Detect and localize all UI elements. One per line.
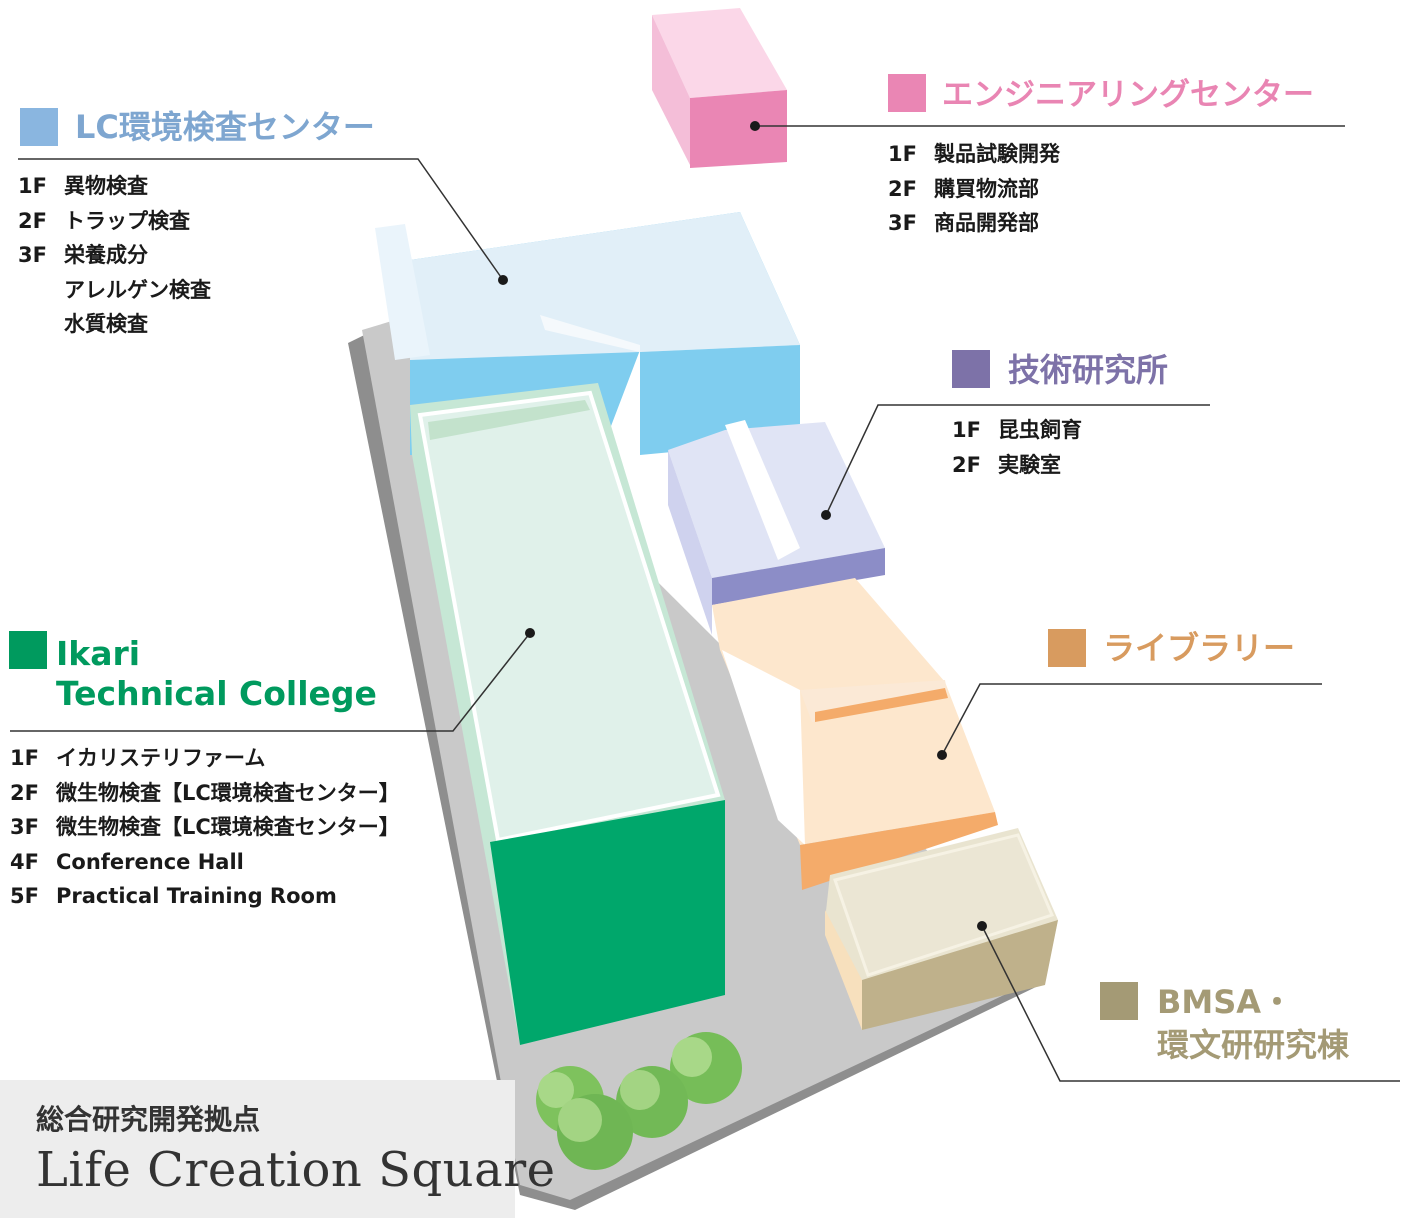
- floor-row: アレルゲン検査: [64, 277, 211, 302]
- tech-institute-title: 技術研究所: [1008, 351, 1169, 389]
- college-title-line1: Ikari: [56, 634, 141, 673]
- tree-4: [557, 1094, 633, 1170]
- leader-dots: [498, 121, 987, 931]
- lc-center-title: LC環境検査センター: [75, 108, 375, 146]
- tree-3: [616, 1066, 688, 1138]
- library-leader: [941, 683, 1322, 756]
- library-title: ライブラリー: [1103, 629, 1296, 667]
- floor-row: 水質検査: [64, 312, 148, 336]
- bmsa-building: [825, 828, 1058, 1030]
- lc-center-leader: [18, 158, 504, 281]
- engineering-center-building: [652, 8, 787, 168]
- footer-subtitle: 総合研究開発拠点: [36, 1103, 261, 1136]
- engineering-center-swatch: [888, 74, 926, 112]
- college-swatch: [9, 631, 47, 669]
- bmsa-title-line1: BMSA・: [1157, 983, 1294, 1021]
- college-title-line2: Technical College: [56, 674, 377, 713]
- library-building: [712, 578, 998, 890]
- bmsa-title-line2: 環文研研究棟: [1157, 1026, 1350, 1064]
- library-swatch: [1048, 629, 1086, 667]
- tech-institute-leader: [825, 404, 1210, 516]
- tech-institute-swatch: [952, 350, 990, 388]
- college-leader: [10, 632, 531, 732]
- engineering-center-title: エンジニアリングセンター: [942, 77, 1314, 113]
- footer-panel: [0, 1080, 515, 1218]
- tech-institute-building: [668, 420, 885, 635]
- lc-center-swatch: [20, 108, 58, 146]
- tree-2: [670, 1032, 742, 1104]
- trees: [536, 1032, 742, 1170]
- bmsa-swatch: [1100, 982, 1138, 1020]
- bmsa-leader: [981, 925, 1400, 1082]
- leader-lines: [10, 125, 1400, 1082]
- footer-title: Life Creation Square: [36, 1142, 556, 1198]
- college-building: [410, 383, 725, 1045]
